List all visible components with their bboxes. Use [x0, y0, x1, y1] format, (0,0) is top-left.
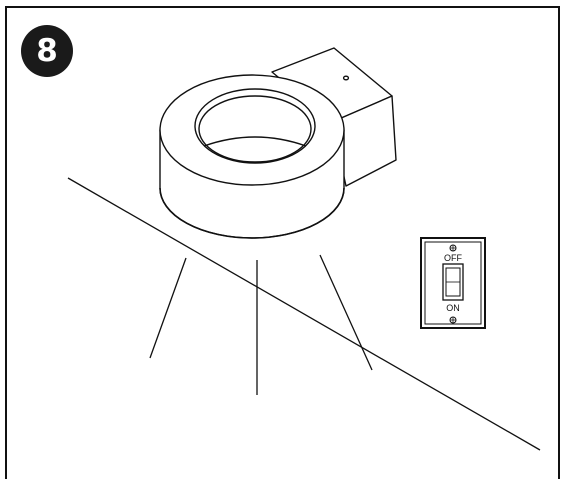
step-number-badge: 8: [21, 25, 73, 77]
light-fixture-icon: [159, 47, 397, 239]
switch-on-label: ON: [446, 303, 460, 313]
switch-off-label: OFF: [444, 253, 462, 263]
light-switch-icon: OFF ON: [420, 237, 486, 329]
light-beams-icon: [149, 254, 373, 395]
wall-corner-line: [67, 177, 541, 451]
